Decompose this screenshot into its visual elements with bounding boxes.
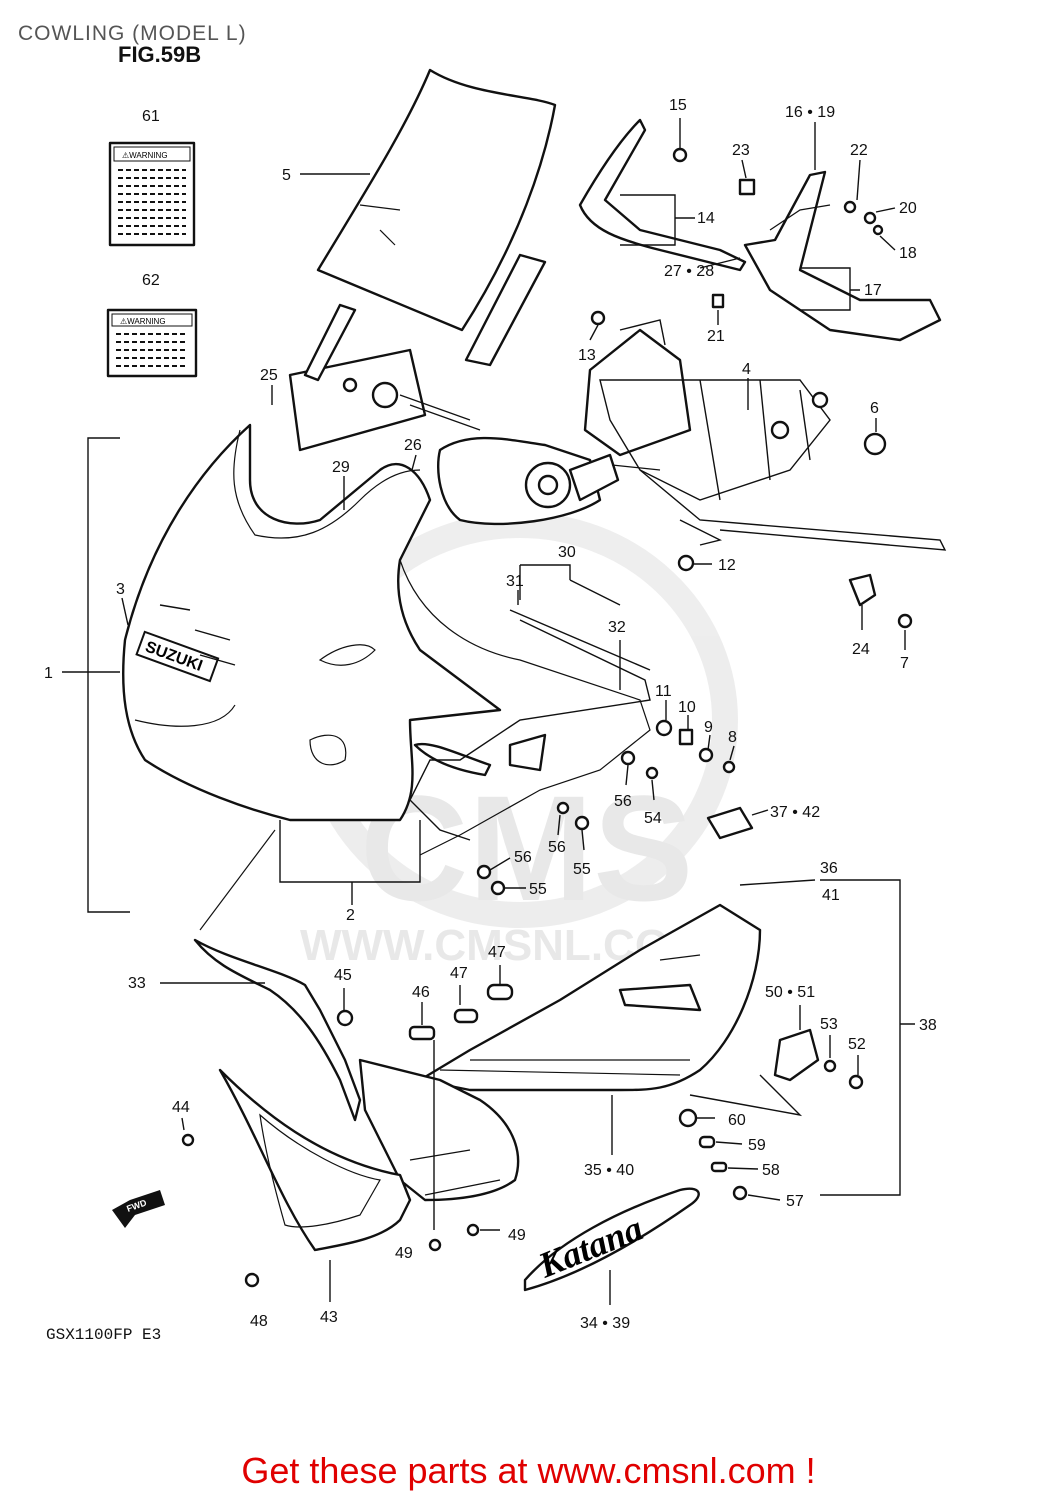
- callout-62: 62: [142, 272, 160, 289]
- svg-text:⚠WARNING: ⚠WARNING: [120, 317, 166, 326]
- under-cowling-right: [418, 903, 762, 1092]
- callout-22: 22: [850, 142, 868, 159]
- callout-45: 45: [334, 967, 352, 984]
- fwd-arrow-icon: FWD: [112, 1190, 165, 1228]
- svg-text:⚠WARNING: ⚠WARNING: [122, 151, 168, 160]
- callout-47a: 47: [488, 944, 506, 961]
- callout-52: 52: [848, 1036, 866, 1053]
- callout-61: 61: [142, 108, 160, 125]
- inner-panel-43: [218, 1068, 412, 1252]
- leader-lines: [62, 118, 915, 1305]
- meter-bracket: [288, 253, 547, 452]
- parts-diagram: CMS WWW.CMSNL.COM ⚠WARNING ⚠WARNING: [44, 68, 947, 1332]
- callout-43: 43: [320, 1309, 338, 1326]
- warning-label-62: ⚠WARNING: [106, 308, 198, 378]
- callout-55b: 55: [529, 881, 547, 898]
- callouts: 61 62 5 15 16 • 19 23 22 20 18 14 27 • 2…: [44, 97, 937, 1332]
- callout-1: 1: [44, 665, 53, 682]
- callout-32: 32: [608, 619, 626, 636]
- watermark: CMS WWW.CMSNL.COM: [300, 512, 738, 970]
- callout-25: 25: [260, 367, 278, 384]
- callout-13: 13: [578, 347, 596, 364]
- callout-60: 60: [728, 1112, 746, 1129]
- callout-7: 7: [900, 655, 909, 672]
- callout-54: 54: [644, 810, 662, 827]
- side-cowling: [399, 559, 651, 856]
- figure-number: FIG.59B: [118, 42, 202, 67]
- katana-emblem: Katana: [523, 1187, 700, 1292]
- callout-56a: 56: [614, 793, 632, 810]
- callout-11: 11: [655, 683, 672, 700]
- callout-10: 10: [678, 699, 696, 716]
- callout-34-39: 34 • 39: [580, 1315, 630, 1332]
- callout-41: 41: [822, 887, 840, 904]
- callout-17: 17: [864, 282, 882, 299]
- model-code: GSX1100FP E3: [46, 1326, 162, 1344]
- cta-link[interactable]: Get these parts at www.cmsnl.com !: [241, 1450, 816, 1491]
- callout-23: 23: [732, 142, 750, 159]
- callout-26: 26: [404, 437, 422, 454]
- callout-59: 59: [748, 1137, 766, 1154]
- callout-31: 31: [506, 573, 524, 590]
- cowling-stay-frame: [583, 319, 947, 551]
- callout-46: 46: [412, 984, 430, 1001]
- callout-29: 29: [332, 459, 350, 476]
- callout-4: 4: [742, 361, 751, 378]
- svg-text:Katana: Katana: [532, 1208, 648, 1286]
- callout-50-51: 50 • 51: [765, 984, 815, 1001]
- callout-56c: 56: [514, 849, 532, 866]
- callout-44: 44: [172, 1099, 190, 1116]
- callout-24: 24: [852, 641, 870, 658]
- callout-8: 8: [728, 729, 737, 746]
- callout-5: 5: [282, 167, 291, 184]
- upper-cowling: SUZUKI: [122, 423, 502, 822]
- callout-12: 12: [718, 557, 736, 574]
- callout-14: 14: [697, 210, 715, 227]
- callout-27-28: 27 • 28: [664, 263, 714, 280]
- callout-2: 2: [346, 907, 355, 924]
- callout-58: 58: [762, 1162, 780, 1179]
- callout-9: 9: [704, 719, 713, 736]
- callout-30: 30: [558, 544, 576, 561]
- callout-49b: 49: [395, 1245, 413, 1262]
- warning-label-61: ⚠WARNING: [108, 141, 196, 247]
- callout-35-40: 35 • 40: [584, 1162, 634, 1179]
- callout-36: 36: [820, 860, 838, 877]
- callout-55a: 55: [573, 861, 591, 878]
- callout-21: 21: [707, 328, 725, 345]
- callout-6: 6: [870, 400, 879, 417]
- watermark-logo: CMS: [360, 764, 693, 932]
- callout-57: 57: [786, 1193, 804, 1210]
- callout-48: 48: [250, 1313, 268, 1330]
- callout-38: 38: [919, 1017, 937, 1034]
- callout-53: 53: [820, 1016, 838, 1033]
- callout-18: 18: [899, 245, 917, 262]
- callout-15: 15: [669, 97, 687, 114]
- side-panel-33: [193, 829, 362, 1122]
- callout-33: 33: [128, 975, 146, 992]
- headlight-assembly: [437, 436, 661, 526]
- callout-49a: 49: [508, 1227, 526, 1244]
- callout-16-19: 16 • 19: [785, 104, 835, 121]
- under-cowling-left: [358, 1058, 520, 1202]
- callout-37-42: 37 • 42: [770, 804, 820, 821]
- hardware: [181, 147, 913, 1288]
- inner-cover-brackets: [578, 118, 942, 342]
- windscreen: [316, 68, 557, 332]
- callout-3: 3: [116, 581, 125, 598]
- page-header: COWLING (MODEL L): [18, 22, 247, 45]
- callout-47b: 47: [450, 965, 468, 982]
- callout-56b: 56: [548, 839, 566, 856]
- callout-20: 20: [899, 200, 917, 217]
